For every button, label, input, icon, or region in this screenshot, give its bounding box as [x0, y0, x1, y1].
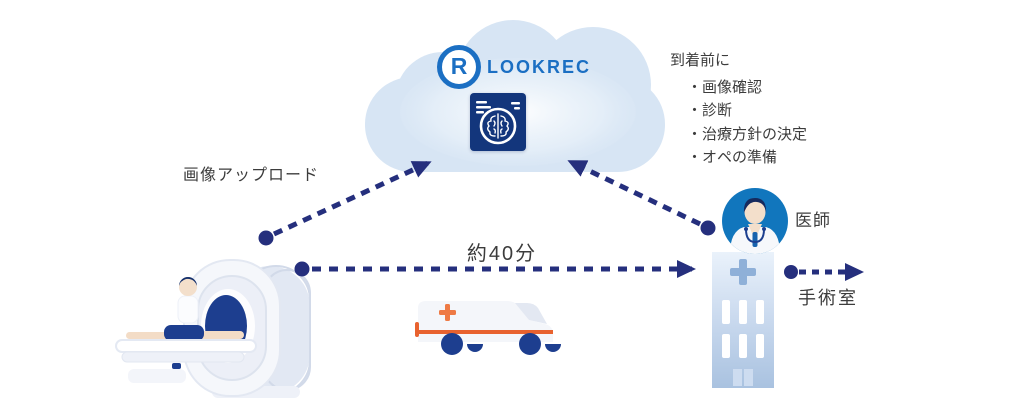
- hospital-window: [722, 300, 730, 324]
- checklist-item: ・画像確認: [687, 78, 763, 96]
- before-arrival-checklist: 到着前に ・画像確認 ・診断 ・治療方針の決定 ・オペの準備: [670, 49, 807, 170]
- or-arrow-start-dot: [784, 265, 798, 279]
- lookrec-monogram: R: [450, 52, 468, 79]
- hospital-door: [744, 369, 753, 386]
- hospital-window: [722, 334, 730, 358]
- checklist-item: ・治療方針の決定: [687, 125, 808, 143]
- hospital-building: [712, 252, 774, 388]
- patient-figure: [126, 325, 244, 341]
- upload-arrow-start-dot: [258, 230, 274, 246]
- lookrec-logo: R LOOKREC: [437, 45, 591, 89]
- ambulance-cross-icon: [439, 304, 456, 321]
- ct-scanner-illustration: [115, 259, 311, 398]
- checklist-title: 到着前に: [670, 52, 731, 69]
- transit-time-label: 約40分: [466, 243, 538, 265]
- hospital-window: [739, 334, 747, 358]
- doctor-label: 医師: [795, 211, 831, 230]
- lookrec-logo-text: LOOKREC: [487, 56, 591, 77]
- upload-label: 画像アップロード: [183, 167, 320, 184]
- technician-figure: [177, 277, 199, 324]
- hospital-window: [756, 300, 764, 324]
- review-arrow-start-dot: [700, 220, 716, 236]
- doctor-avatar: [722, 188, 788, 254]
- brain-scan-icon: [476, 101, 520, 145]
- checklist-item: ・診断: [687, 102, 733, 119]
- operating-room-label: 手術室: [798, 288, 858, 308]
- ambulance-illustration: [415, 301, 561, 355]
- lookrec-logo-icon: R: [437, 45, 481, 89]
- hospital-window: [756, 334, 764, 358]
- brain-scan-viewer-icon: [470, 93, 526, 151]
- hospital-window: [739, 300, 747, 324]
- hospital-door: [733, 369, 742, 386]
- checklist-item: ・オペの準備: [687, 149, 778, 166]
